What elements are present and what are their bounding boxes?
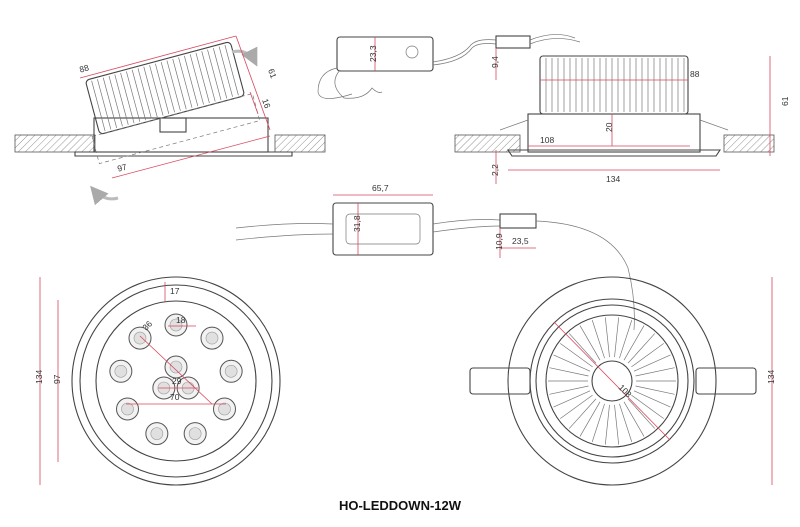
dim-side-total: 134 <box>606 174 620 184</box>
dim-led-array: 70 <box>170 392 180 402</box>
dim-connector-height: 10,9 <box>494 233 504 250</box>
dim-side-height: 61 <box>780 96 790 106</box>
large-connector <box>499 213 537 229</box>
housing-body <box>93 117 269 153</box>
tilted-heatsink <box>85 41 261 165</box>
front-rim-inner <box>79 284 273 478</box>
dim-driver-height: 31,8 <box>352 215 362 232</box>
small-driver-view: 23,3 9,4 <box>317 34 581 99</box>
dim-led-diameter: 18 <box>176 315 186 325</box>
small-connector <box>495 35 531 49</box>
dim-tilt-bottom: 97 <box>116 162 128 174</box>
spring-clip-right <box>695 367 757 395</box>
ceiling-right-a <box>274 134 326 153</box>
dim-front-total-height: 134 <box>34 370 44 384</box>
tilted-side-view: 88 61 16 97 <box>14 35 326 206</box>
back-outer-rim <box>507 276 717 486</box>
ceiling-right-b <box>723 134 775 153</box>
dim-front-inner-height: 97 <box>52 374 62 384</box>
trim-ring <box>74 151 293 157</box>
straight-side-view: 88 61 108 20 2,2 134 <box>454 55 790 184</box>
dim-driver-small-height: 23,3 <box>368 45 378 62</box>
product-title: HO-LEDDOWN-12W <box>339 498 462 513</box>
dim-front-rim: 17 <box>170 286 180 296</box>
large-driver-view: 65,7 31,8 10,9 23,5 <box>235 183 635 331</box>
back-view: 108 134 <box>469 276 776 486</box>
clip-slot <box>159 117 187 133</box>
dim-side-body-width: 88 <box>690 69 700 79</box>
dim-connector-length: 23,5 <box>512 236 529 246</box>
dim-back-total-height: 134 <box>766 370 776 384</box>
front-face <box>95 300 257 462</box>
large-driver-box <box>332 202 434 256</box>
side-housing <box>527 113 701 153</box>
front-view: 134 97 17 18 36 29 70 <box>34 276 281 486</box>
dim-driver-length: 65,7 <box>372 183 389 193</box>
back-ring-2 <box>535 304 689 458</box>
small-driver-box <box>336 36 434 72</box>
rotate-arrow-bottom-icon <box>90 185 119 206</box>
dim-tilt-right: 61 <box>266 67 279 80</box>
back-heatsink <box>545 314 679 448</box>
dim-side-flange: 2,2 <box>490 164 500 176</box>
dim-tilt-top: 88 <box>78 62 90 74</box>
side-trim <box>506 149 722 157</box>
spring-clip-left <box>469 367 531 395</box>
ceiling-left-b <box>454 134 521 153</box>
back-hub <box>591 360 633 402</box>
dim-side-inner: 108 <box>540 135 554 145</box>
dim-side-mid: 20 <box>604 122 614 132</box>
dim-tilt-height: 16 <box>260 97 273 110</box>
rotate-arrow-top-icon <box>231 46 258 67</box>
dim-cable-height: 9,4 <box>490 56 500 68</box>
front-outer-rim <box>71 276 281 486</box>
dim-led-center-gap: 29 <box>172 376 182 386</box>
ceiling-left-a <box>14 134 96 153</box>
led-array <box>109 313 243 446</box>
